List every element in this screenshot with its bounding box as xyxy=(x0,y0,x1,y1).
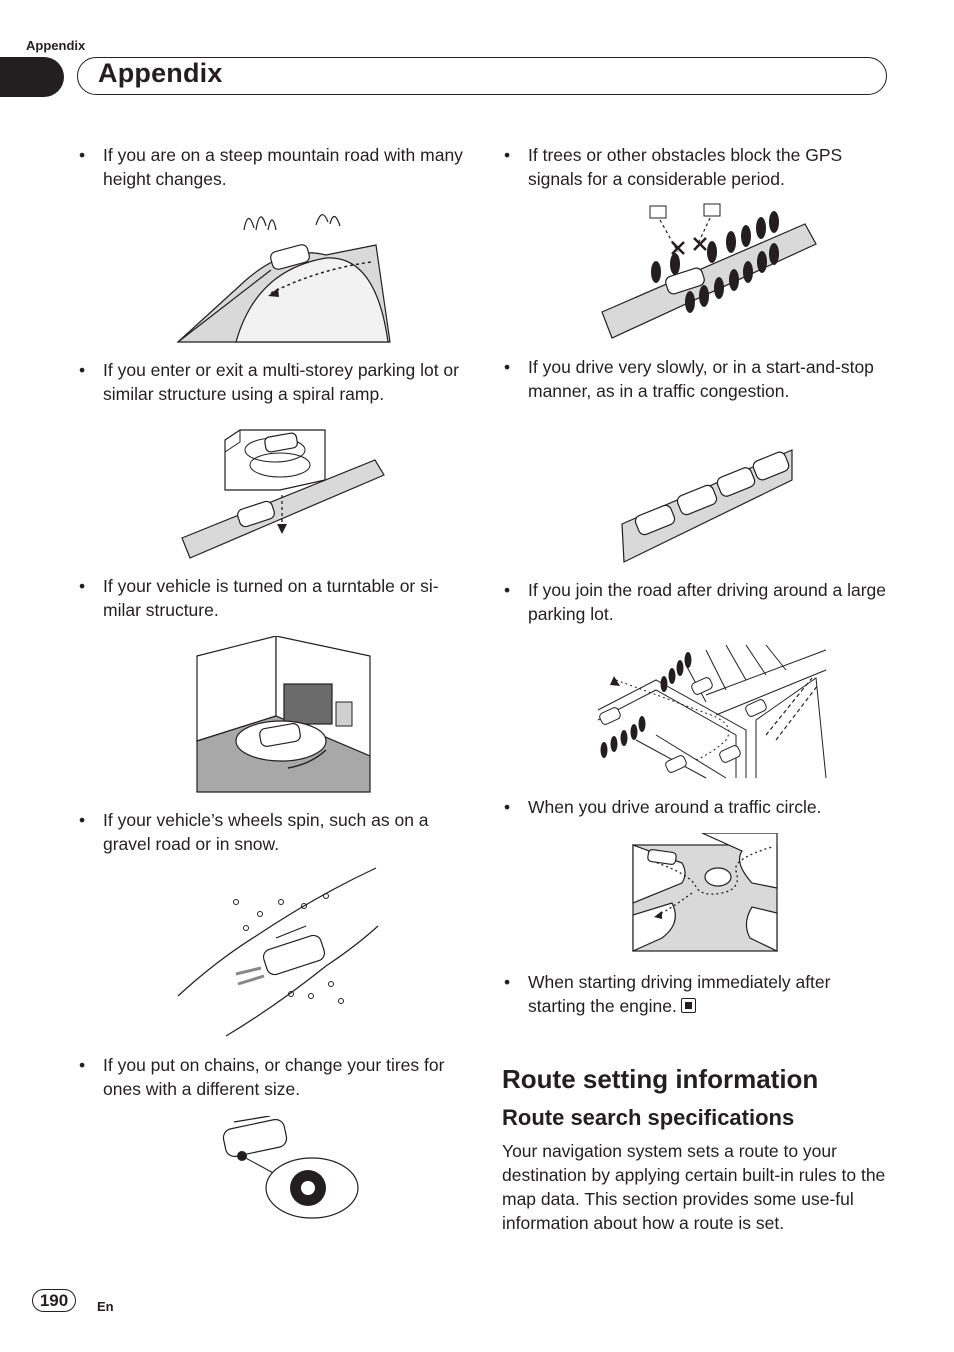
list-item: • If you put on chains, or change your t… xyxy=(79,1055,445,1099)
mountain-road-illustration xyxy=(176,200,392,344)
gravel-road-illustration xyxy=(176,866,380,1038)
title-frame xyxy=(77,57,887,95)
bullet-icon: • xyxy=(79,576,86,596)
language-label: En xyxy=(97,1299,114,1314)
subsection-title: Route search specifications xyxy=(502,1105,795,1130)
trees-obstacle-illustration xyxy=(600,202,818,340)
turntable-illustration xyxy=(196,636,372,794)
page-number: 190 xyxy=(32,1289,76,1312)
bullet-icon: • xyxy=(79,810,86,830)
traffic-congestion-illustration xyxy=(620,448,796,564)
list-item: • If your vehicle is turned on a turntab… xyxy=(79,576,439,620)
running-header: Appendix xyxy=(26,38,86,53)
parking-lot-illustration xyxy=(596,640,832,780)
section-title: Route setting information xyxy=(502,1064,819,1094)
traffic-circle-illustration xyxy=(632,833,780,953)
tire-chain-illustration xyxy=(220,1116,360,1220)
chapter-tab xyxy=(0,57,64,97)
bullet-icon: • xyxy=(79,1055,86,1075)
bullet-icon: • xyxy=(79,145,86,165)
bullet-icon: • xyxy=(504,357,511,377)
list-item: • If trees or other obstacles block the … xyxy=(504,145,843,189)
list-item: • When you drive around a traffic circle… xyxy=(504,797,822,817)
bullet-icon: • xyxy=(79,360,86,380)
list-item: • When starting driving immediately afte… xyxy=(504,972,831,1016)
list-item: • If you drive very slowly, or in a star… xyxy=(504,357,874,401)
list-item: • If you are on a steep mountain road wi… xyxy=(79,145,463,189)
bullet-icon: • xyxy=(504,972,511,992)
section-body: Your navigation system sets a route to y… xyxy=(502,1141,886,1233)
page-title: Appendix xyxy=(98,58,223,88)
bullet-icon: • xyxy=(504,797,511,817)
parking-structure-illustration xyxy=(180,420,385,560)
list-item: • If you join the road after driving aro… xyxy=(504,580,886,624)
bullet-icon: • xyxy=(504,145,511,165)
list-item: • If your vehicle’s wheels spin, such as… xyxy=(79,810,429,854)
bullet-icon: • xyxy=(504,580,511,600)
stop-square-icon xyxy=(680,998,696,1013)
list-item: • If you enter or exit a multi-storey pa… xyxy=(79,360,459,404)
